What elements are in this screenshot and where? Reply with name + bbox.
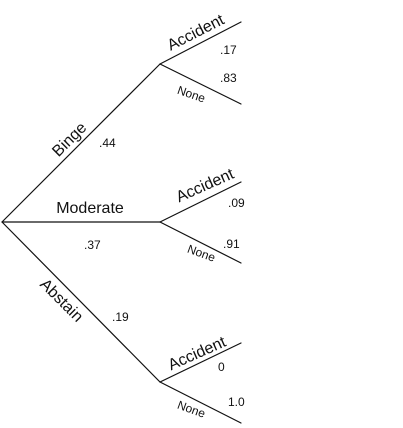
- moderate-none-label: None: [185, 242, 217, 265]
- binge-accident-line: [159, 21, 242, 65]
- binge-none-line: [159, 63, 242, 105]
- abstain-none-prob: 1.0: [228, 395, 245, 409]
- moderate-accident-line: [159, 181, 242, 223]
- branch-line-binge: [1, 63, 161, 223]
- abstain-none-line: [159, 381, 242, 424]
- abstain-accident-line: [159, 342, 242, 383]
- binge-none-label: None: [175, 83, 207, 106]
- moderate-accident-prob: .09: [228, 196, 245, 210]
- branch-line-abstain: [1, 221, 161, 383]
- abstain-none-label: None: [175, 398, 207, 421]
- binge-none-prob: .83: [220, 71, 237, 85]
- branch-label-abstain: Abstain: [36, 276, 86, 326]
- branch-prob-moderate: .37: [84, 238, 101, 252]
- moderate-none-prob: .91: [223, 237, 240, 251]
- binge-accident-prob: .17: [220, 43, 237, 57]
- branch-label-moderate: Moderate: [56, 200, 124, 217]
- binge-accident-label: Accident: [165, 11, 228, 54]
- abstain-accident-prob: 0: [218, 360, 225, 374]
- moderate-none-line: [159, 221, 242, 264]
- branch-prob-abstain: .19: [112, 310, 129, 324]
- branch-prob-binge: .44: [99, 136, 116, 150]
